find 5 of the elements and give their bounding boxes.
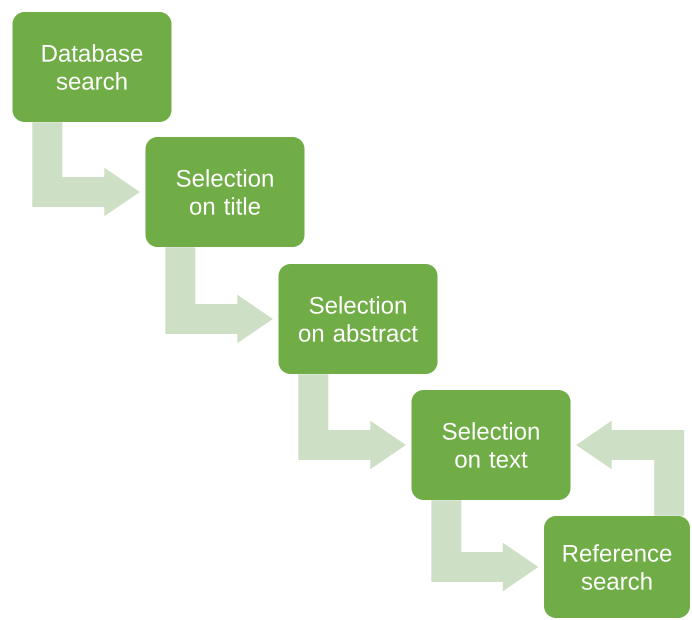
process-box: Database search — [12, 12, 172, 122]
process-box: Reference search — [544, 516, 690, 618]
process-box: Selection on text — [412, 390, 570, 500]
process-box: Selection on title — [146, 137, 304, 247]
process-box: Selection on abstract — [278, 264, 438, 374]
